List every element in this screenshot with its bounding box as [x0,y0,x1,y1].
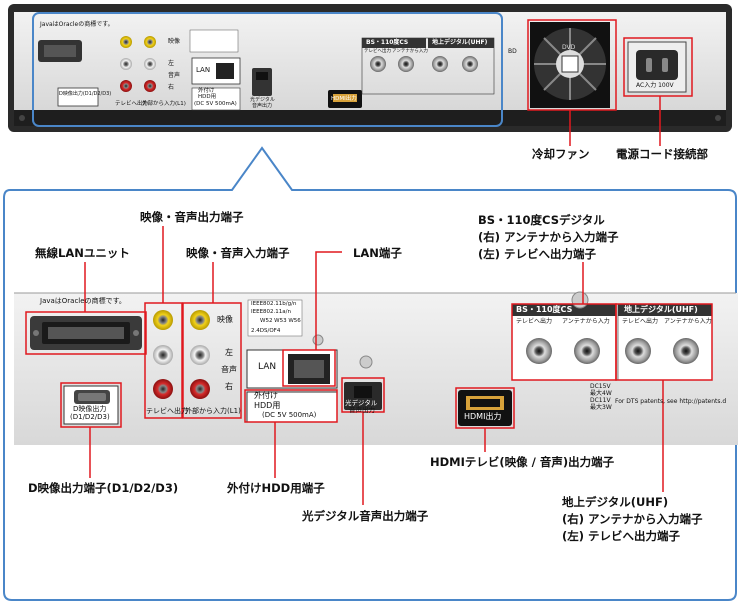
zoom-optical-2: 音声出力 [349,406,375,414]
zoom-panel [14,291,738,445]
top-bs-header: BS・110度CS [366,39,409,46]
top-d-out-port [57,87,99,107]
callout-wireless-lan: 無線LANユニット [35,246,130,260]
zoom-left-label: 左 [225,348,233,357]
power-highlight [623,37,693,97]
zoom-bs-tv-out: テレビへ出力 [516,318,553,325]
zoom-optical-1: 光デジタル [345,399,378,407]
zoom-wchan: W52 W53 W56 [260,318,301,324]
top-chassis [8,4,732,132]
callout-bs: BS・110度CSデジタル (右) アンテナから入力端子 (左) テレビへ出力端… [478,212,619,263]
callout-d-out: D映像出力端子(D1/D2/D3) [28,481,179,495]
zoom-power-spec-2: DC11V [590,397,611,404]
top-hdd-power: (DC 5V 500mA) [194,101,237,107]
zoom-freq: 2.4DS/OF4 [251,328,281,334]
zoom-d-out-1: D映像出力 [73,405,107,413]
zoom-audio-label: 音声 [221,365,237,374]
top-hdmi-label: HDMI出力 [331,96,357,102]
zoom-uhf-tv-out: テレビへ出力 [622,318,659,325]
top-video-label: 映像 [168,38,181,45]
top-lan-label: LAN [196,66,211,74]
top-d-out-label: D映像出力(D1/D2/D3) [59,91,112,97]
callout-av-out: 映像・音声出力端子 [140,210,244,224]
top-uhf-header: 地上デジタル(UHF) [432,39,488,46]
zoom-power-spec-1: 最大4W [590,390,612,397]
zoom-ieee-2: IEEE802.11a/n [251,309,292,315]
cooling-fan [530,22,610,108]
top-audio-label: 音声 [168,72,181,79]
zoom-bs-antenna-in: アンテナから入力 [562,318,610,325]
top-zoom-highlight [32,12,503,127]
zoom-hdd-power: (DC 5V 500mA) [262,411,317,419]
zoom-power-spec-0: DC15V [590,383,611,390]
top-tv-out-label: テレビへ出力 [115,101,149,107]
zoom-uhf-antenna-in: アンテナから入力 [664,318,712,325]
callout-uhf-line-2: (左) テレビへ出力端子 [562,529,681,543]
callout-av-in: 映像・音声入力端子 [186,246,290,260]
zoom-ext-in-label: 外部から入力(L1) [185,407,241,415]
zoom-dts-text: For DTS patents, see http://patents.d [615,398,727,405]
top-antenna-in-small: アンテナから入力 [392,49,428,54]
bd-label: BD [508,48,517,55]
callout-uhf-line-0: 地上デジタル(UHF) [562,495,669,509]
callout-lines [84,226,664,505]
ac-input-label: AC入力 100V [636,82,674,89]
callout-optical: 光デジタル音声出力端子 [302,509,429,523]
zoom-hdd-1: 外付け [254,391,278,400]
top-hdd-label-1: 外付け [198,88,215,94]
zoom-ieee-1: IEEE802.11b/g/n [251,301,297,307]
callout-fan: 冷却ファン [532,147,590,161]
power-inlet [627,41,687,93]
callout-uhf-line-1: (右) アンテナから入力端子 [562,512,703,526]
top-optical-label-1: 光デジタル [250,97,275,103]
fan-highlight [527,19,617,111]
zoom-highlights [25,302,713,429]
top-tv-out-small: テレビへ出力 [364,49,391,54]
callout-hdd: 外付けHDD用端子 [227,481,325,495]
fan-dvd-label: DVD [562,44,576,51]
callout-lan: LAN端子 [353,246,402,260]
zoom-d-out-2: (D1/D2/D3) [70,413,110,421]
top-java-notice: JavaはOracleの商標です。 [40,21,114,28]
zoom-uhf-header: 地上デジタル(UHF) [624,305,698,314]
callout-power-cord: 電源コード接続部 [616,147,708,161]
zoom-right-label: 右 [225,382,233,391]
top-left-label: 左 [168,60,175,67]
callout-bs-line-2: (左) テレビへ出力端子 [478,247,597,261]
zoom-java-notice: JavaはOracleの商標です。 [40,297,126,305]
callout-bs-line-1: (右) アンテナから入力端子 [478,230,619,244]
top-right-label: 右 [168,84,175,91]
zoom-bs-header: BS・110度CS [516,305,573,314]
zoom-video-label: 映像 [217,315,233,324]
zoom-tv-out-label: テレビへ出力 [146,407,188,415]
zoom-power-spec-3: 最大3W [590,404,612,411]
top-optical-label-2: 音声出力 [252,103,273,109]
zoom-lan-label: LAN [258,362,277,372]
zoom-hdmi-label: HDMI出力 [464,412,502,421]
top-ext-in-label: 外部から入力(L1) [142,101,186,107]
callout-uhf: 地上デジタル(UHF) (右) アンテナから入力端子 (左) テレビへ出力端子 [562,494,703,545]
callout-hdmi: HDMIテレビ(映像 / 音声)出力端子 [430,455,615,469]
callout-bs-line-0: BS・110度CSデジタル [478,213,605,227]
top-hdd-label-2: HDD用 [198,94,217,100]
zoom-hdd-2: HDD用 [254,401,281,410]
